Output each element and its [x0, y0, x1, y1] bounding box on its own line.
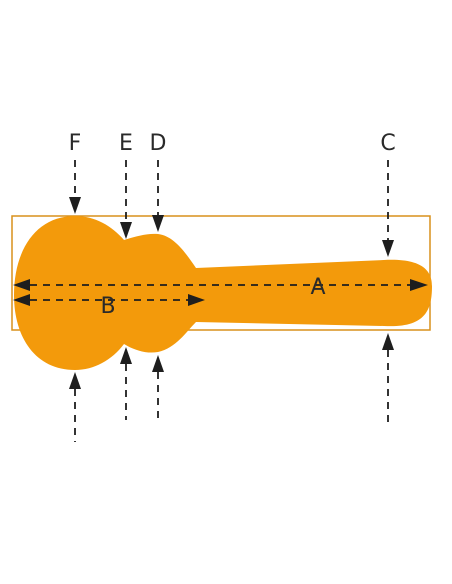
- dimension-e-bottom-arrowhead: [120, 347, 132, 364]
- dimension-d-bottom-arrowhead: [152, 355, 164, 372]
- dimension-f-bottom-arrowhead: [69, 372, 81, 389]
- dimension-e-top-arrowhead: [120, 222, 132, 239]
- dimension-c-bottom-arrowhead: [382, 333, 394, 350]
- dimension-f-top-arrowhead: [69, 197, 81, 214]
- dimension-b-right-arrowhead: [188, 294, 205, 306]
- label-b: B: [100, 294, 115, 319]
- label-a: A: [310, 275, 325, 300]
- label-c: C: [380, 131, 395, 156]
- label-f: F: [69, 131, 82, 156]
- label-d: D: [150, 131, 167, 156]
- bounding-box-outline: [11, 215, 431, 331]
- guitar-case-shape: [14, 216, 432, 370]
- dimension-a-left-arrowhead: [13, 279, 30, 291]
- label-e: E: [119, 131, 133, 156]
- dimension-b-left-arrowhead: [13, 294, 30, 306]
- dimension-c-top-arrowhead: [382, 240, 394, 257]
- dimension-d-top-arrowhead: [152, 215, 164, 232]
- dimension-a-right-arrowhead: [410, 279, 428, 291]
